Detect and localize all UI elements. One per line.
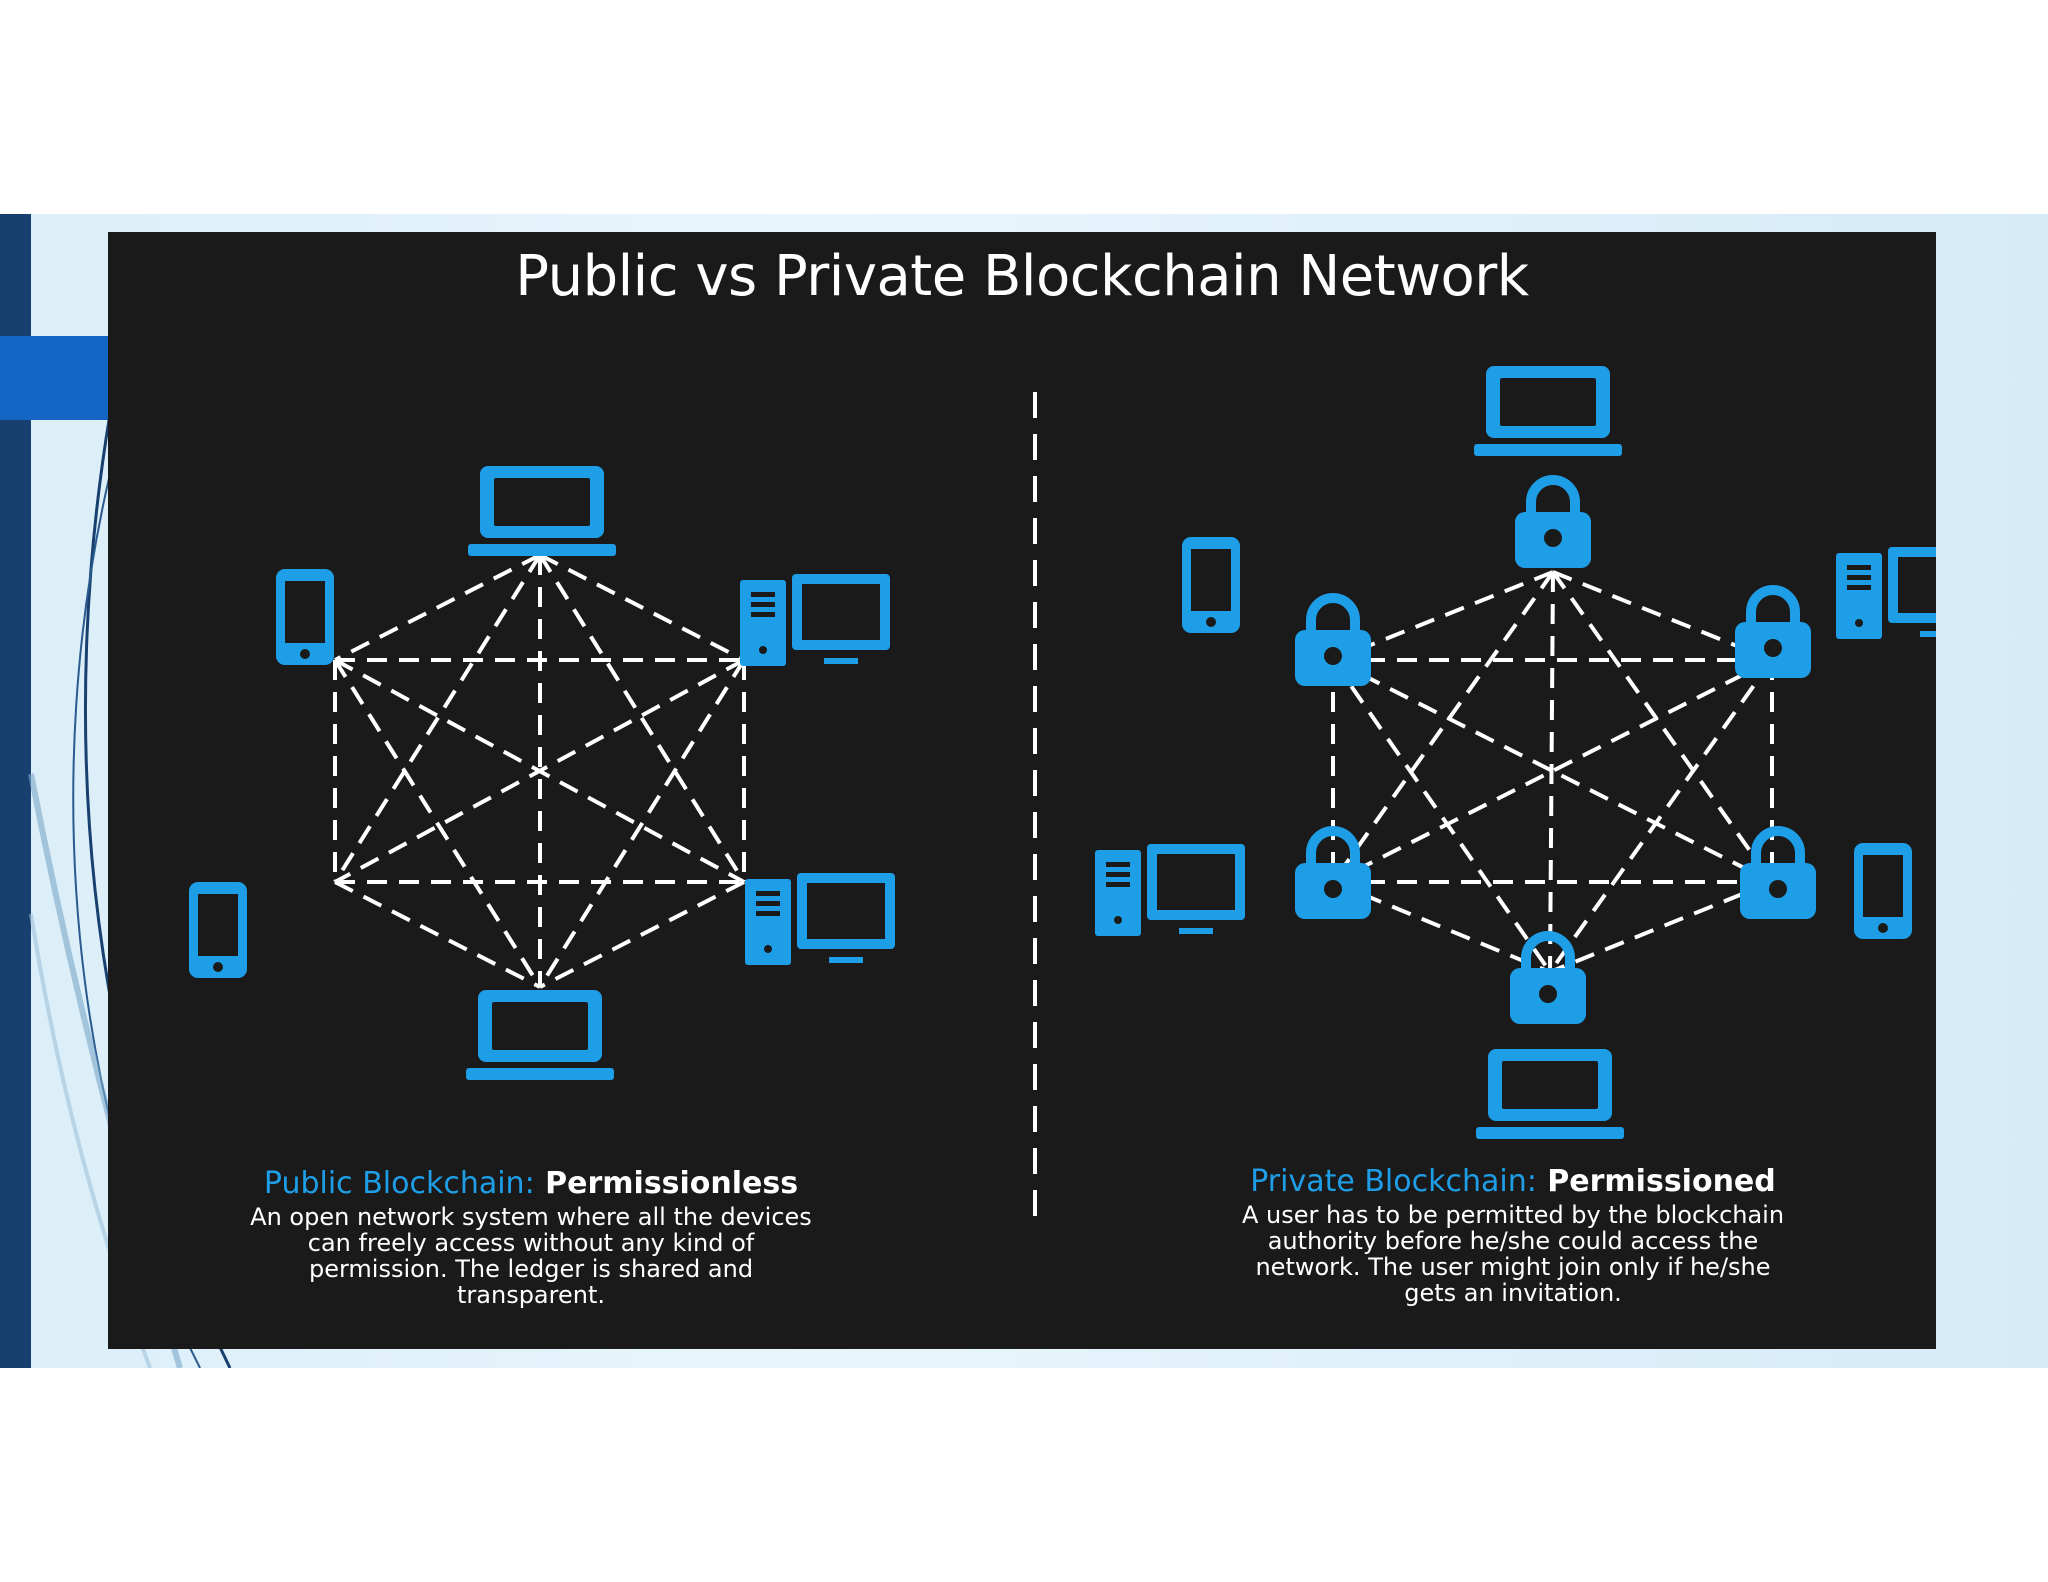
private-link-line	[1551, 570, 1774, 884]
slide-accent-bar-blue	[0, 336, 110, 420]
public-link-line	[539, 553, 745, 662]
public-caption: Public Blockchain: Permissionless An ope…	[211, 1164, 851, 1308]
public-heading-label: Public Blockchain:	[263, 1166, 535, 1201]
public-link-line	[334, 553, 541, 662]
phone-icon	[1182, 537, 1240, 633]
desktop-icon	[740, 574, 890, 666]
public-link-line	[538, 553, 746, 884]
laptop-icon	[468, 466, 616, 556]
lock-icon	[1735, 590, 1811, 678]
private-link-line	[1332, 658, 1773, 884]
private-link-line	[1332, 658, 1773, 884]
laptop-icon	[1476, 1049, 1624, 1139]
private-heading: Private Blockchain: Permissioned	[1193, 1162, 1833, 1202]
public-description: An open network system where all the dev…	[250, 1203, 812, 1309]
desktop-icon	[1836, 547, 1936, 639]
private-link-line	[1549, 880, 1773, 974]
laptop-icon	[1474, 366, 1622, 456]
public-link-line	[333, 658, 542, 989]
public-link-line	[333, 553, 542, 884]
laptop-icon	[466, 990, 614, 1080]
private-heading-type: Permissioned	[1547, 1164, 1776, 1199]
lock-icon	[1510, 936, 1586, 1024]
private-description: A user has to be permitted by the blockc…	[1241, 1201, 1785, 1307]
private-link-line	[1548, 658, 1774, 974]
desktop-icon	[745, 873, 895, 965]
private-link-line	[1548, 571, 1555, 973]
private-heading-label: Private Blockchain:	[1250, 1164, 1537, 1199]
public-link-line	[334, 658, 745, 884]
network-diagrams	[189, 366, 1936, 1222]
diagram-panel: Public vs Private Blockchain Network Pub…	[108, 232, 1936, 1349]
phone-icon	[189, 882, 247, 978]
private-link-line	[1331, 658, 1552, 974]
private-link-line	[1331, 570, 1555, 884]
public-link-line	[334, 880, 541, 989]
desktop-icon	[1095, 844, 1245, 936]
phone-icon	[1854, 843, 1912, 939]
lock-icon	[1740, 831, 1816, 919]
public-link-line	[539, 880, 745, 989]
diagram-title: Public vs Private Blockchain Network	[515, 244, 1529, 309]
lock-icon	[1515, 480, 1591, 568]
public-link-line	[538, 658, 746, 989]
public-heading-type: Permissionless	[545, 1166, 799, 1201]
public-heading: Public Blockchain: Permissionless	[211, 1164, 851, 1204]
private-caption: Private Blockchain: Permissioned A user …	[1193, 1162, 1833, 1306]
phone-icon	[276, 569, 334, 665]
lock-icon	[1295, 598, 1371, 686]
